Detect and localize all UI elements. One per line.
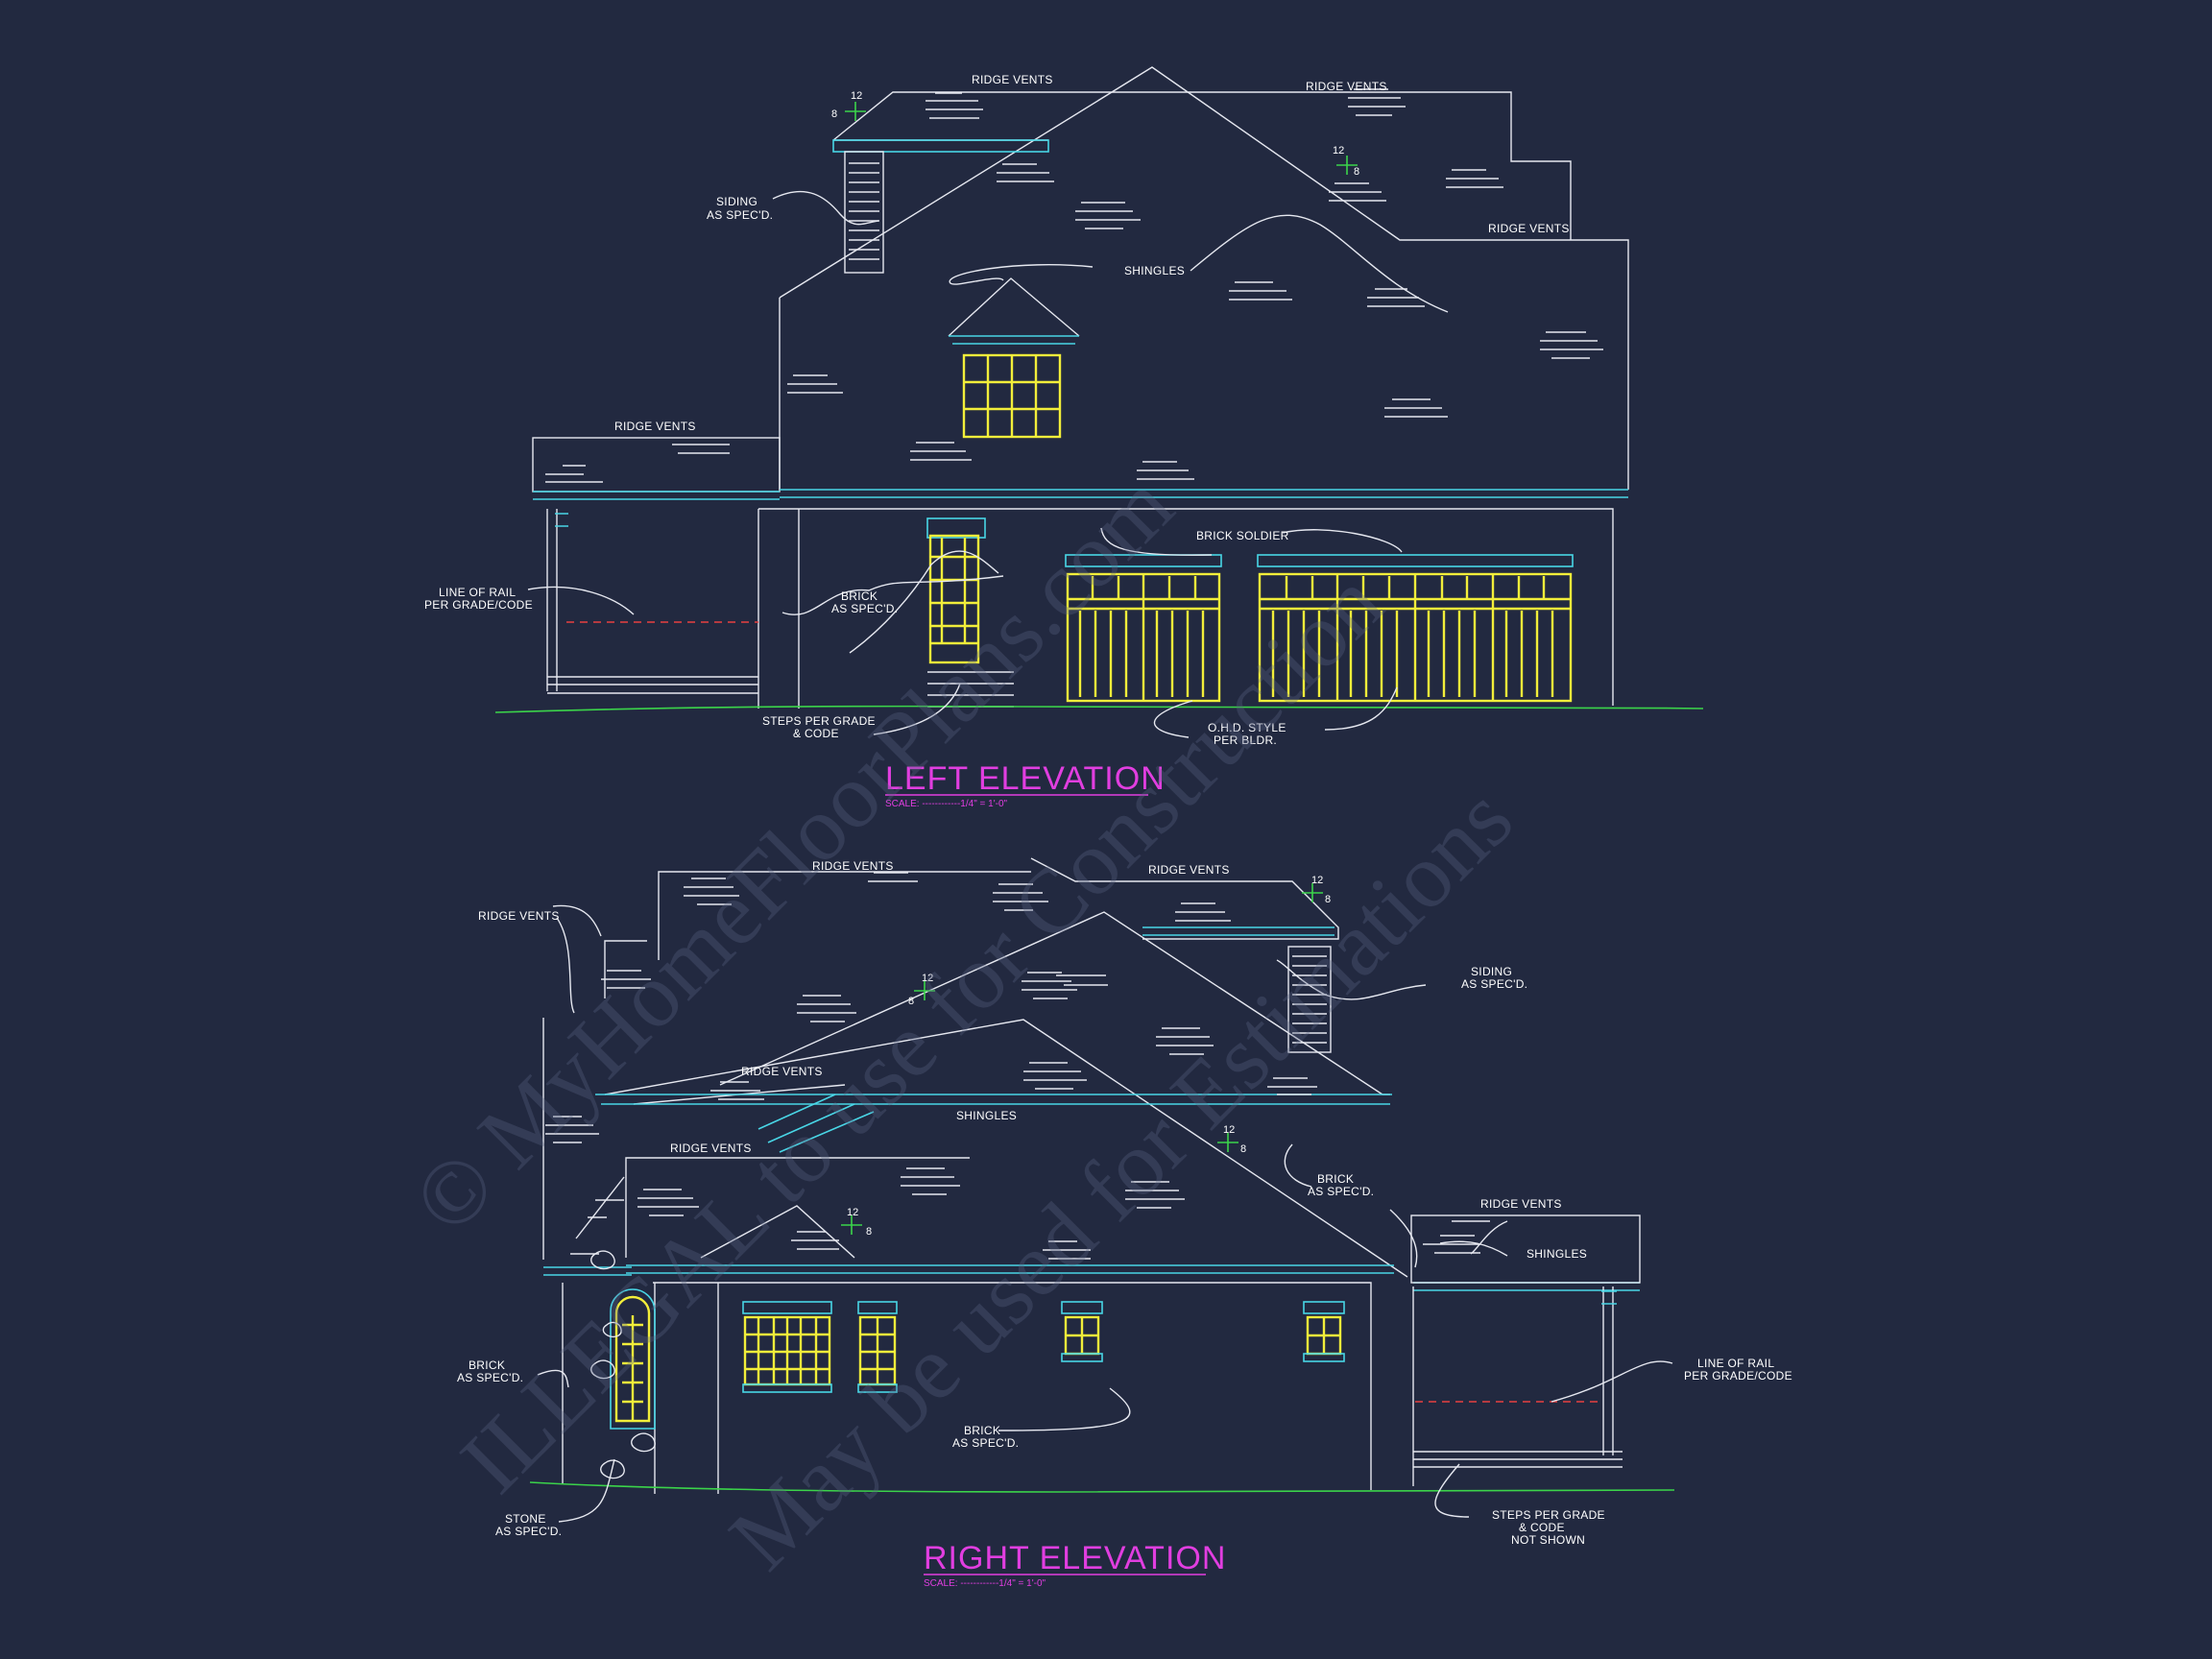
right-siding-panel	[1287, 946, 1332, 1053]
line-of-rail-note: PER GRADE/CODE	[1684, 1369, 1792, 1382]
brick-note: AS SPEC'D.	[952, 1436, 1019, 1450]
left-fascia	[533, 335, 1628, 500]
siding-note: SIDING	[716, 195, 757, 208]
left-pitch-markers: 8 12 8 12	[831, 90, 1359, 178]
shingles-note: SHINGLES	[1124, 264, 1185, 277]
left-notes: RIDGE VENTS RIDGE VENTS RIDGE VENTS RIDG…	[424, 73, 1570, 747]
steps-note: STEPS PER GRADE	[1492, 1508, 1605, 1522]
ridge-vents-note: RIDGE VENTS	[812, 859, 894, 873]
ohd-style-note: PER BLDR.	[1214, 733, 1277, 747]
siding-note: AS SPEC'D.	[707, 208, 773, 222]
siding-note: AS SPEC'D.	[1461, 977, 1527, 991]
right-brick-hatching	[545, 872, 1490, 1260]
right-pitch-markers: 12 8 12 8 12 8 12 8	[841, 875, 1331, 1238]
steps-note: & CODE	[793, 727, 839, 740]
siding-note: SIDING	[1471, 965, 1512, 978]
shingles-note: SHINGLES	[956, 1109, 1017, 1122]
watermark: © MyHomeFloorPlans.com ILLEGAL to use fo…	[393, 453, 1531, 1588]
left-leaders	[527, 190, 1449, 738]
ridge-vents-note: RIDGE VENTS	[1306, 80, 1387, 93]
steps-note: & CODE	[1519, 1521, 1565, 1534]
brick-note: BRICK	[964, 1424, 1000, 1437]
ridge-vents-note: RIDGE VENTS	[670, 1142, 752, 1155]
ridge-vents-note: RIDGE VENTS	[1480, 1197, 1562, 1211]
left-roof-lines	[532, 66, 1629, 493]
pitch-rise: 8	[908, 996, 914, 1007]
line-of-rail-note: LINE OF RAIL	[1697, 1357, 1774, 1370]
ridge-vents-note: RIDGE VENTS	[478, 909, 560, 923]
left-elevation-scale: SCALE: ------------1/4" = 1'-0"	[885, 799, 1008, 809]
left-entry-door	[926, 517, 1014, 708]
right-grade-line	[529, 1481, 1675, 1493]
brick-note: BRICK	[469, 1358, 505, 1372]
right-elevation: 12 8 12 8 12 8 12 8 RIDGE VENTS RIDGE VE…	[457, 857, 1792, 1589]
pitch-run: 12	[851, 90, 862, 102]
line-of-rail-note: PER GRADE/CODE	[424, 598, 533, 612]
left-elevation-title: LEFT ELEVATION	[885, 760, 1166, 797]
pitch-run: 12	[1333, 145, 1344, 156]
pitch-run: 12	[922, 973, 933, 984]
ridge-vents-note: RIDGE VENTS	[1148, 863, 1230, 877]
ridge-vents-note: RIDGE VENTS	[741, 1065, 823, 1078]
right-elevation-scale: SCALE: ------------1/4" = 1'-0"	[924, 1578, 1046, 1589]
pitch-rise: 8	[1240, 1143, 1246, 1155]
left-elevation-title-block: LEFT ELEVATION SCALE: ------------1/4" =…	[885, 760, 1166, 809]
steps-note: STEPS PER GRADE	[762, 714, 876, 728]
right-elevation-title: RIGHT ELEVATION	[924, 1540, 1226, 1576]
brick-note: AS SPEC'D.	[457, 1371, 523, 1384]
steps-note: NOT SHOWN	[1511, 1533, 1585, 1547]
left-dormer-window	[962, 353, 1062, 439]
pitch-rise: 8	[1325, 894, 1331, 905]
ridge-vents-note: RIDGE VENTS	[1488, 222, 1570, 235]
ridge-vents-note: RIDGE VENTS	[614, 420, 696, 433]
pitch-run: 12	[1311, 875, 1323, 886]
right-stone-veneer	[590, 1250, 656, 1479]
right-leaders	[537, 904, 1673, 1523]
left-walls	[546, 508, 1614, 709]
right-windows	[610, 1288, 1345, 1430]
brick-note: BRICK	[1317, 1172, 1354, 1186]
right-elevation-title-block: RIGHT ELEVATION SCALE: ------------1/4" …	[924, 1540, 1226, 1589]
pitch-rise: 8	[831, 108, 837, 120]
left-elevation: 8 12 8 12 RIDGE VENTS RIDGE VENTS RIDGE …	[424, 66, 1704, 809]
brick-soldier-note: BRICK SOLDIER	[1196, 529, 1289, 542]
stone-note: STONE	[505, 1512, 546, 1526]
stone-note: AS SPEC'D.	[495, 1525, 562, 1538]
brick-note: BRICK	[841, 589, 878, 603]
right-notes: RIDGE VENTS RIDGE VENTS RIDGE VENTS RIDG…	[457, 859, 1792, 1547]
ridge-vents-note: RIDGE VENTS	[972, 73, 1053, 86]
left-grade-line	[494, 705, 1704, 713]
left-brick-hatching	[545, 88, 1603, 483]
line-of-rail-note: LINE OF RAIL	[439, 586, 516, 599]
ohd-style-note: O.H.D. STYLE	[1208, 721, 1286, 734]
pitch-run: 12	[847, 1207, 858, 1218]
left-siding-panel	[832, 139, 1049, 274]
shingles-note: SHINGLES	[1527, 1247, 1587, 1261]
brick-note: AS SPEC'D.	[831, 602, 898, 615]
brick-note: AS SPEC'D.	[1308, 1185, 1374, 1198]
pitch-rise: 8	[1354, 166, 1359, 178]
pitch-rise: 8	[866, 1226, 872, 1238]
left-garage-doors	[1065, 554, 1574, 703]
pitch-run: 12	[1223, 1124, 1235, 1136]
